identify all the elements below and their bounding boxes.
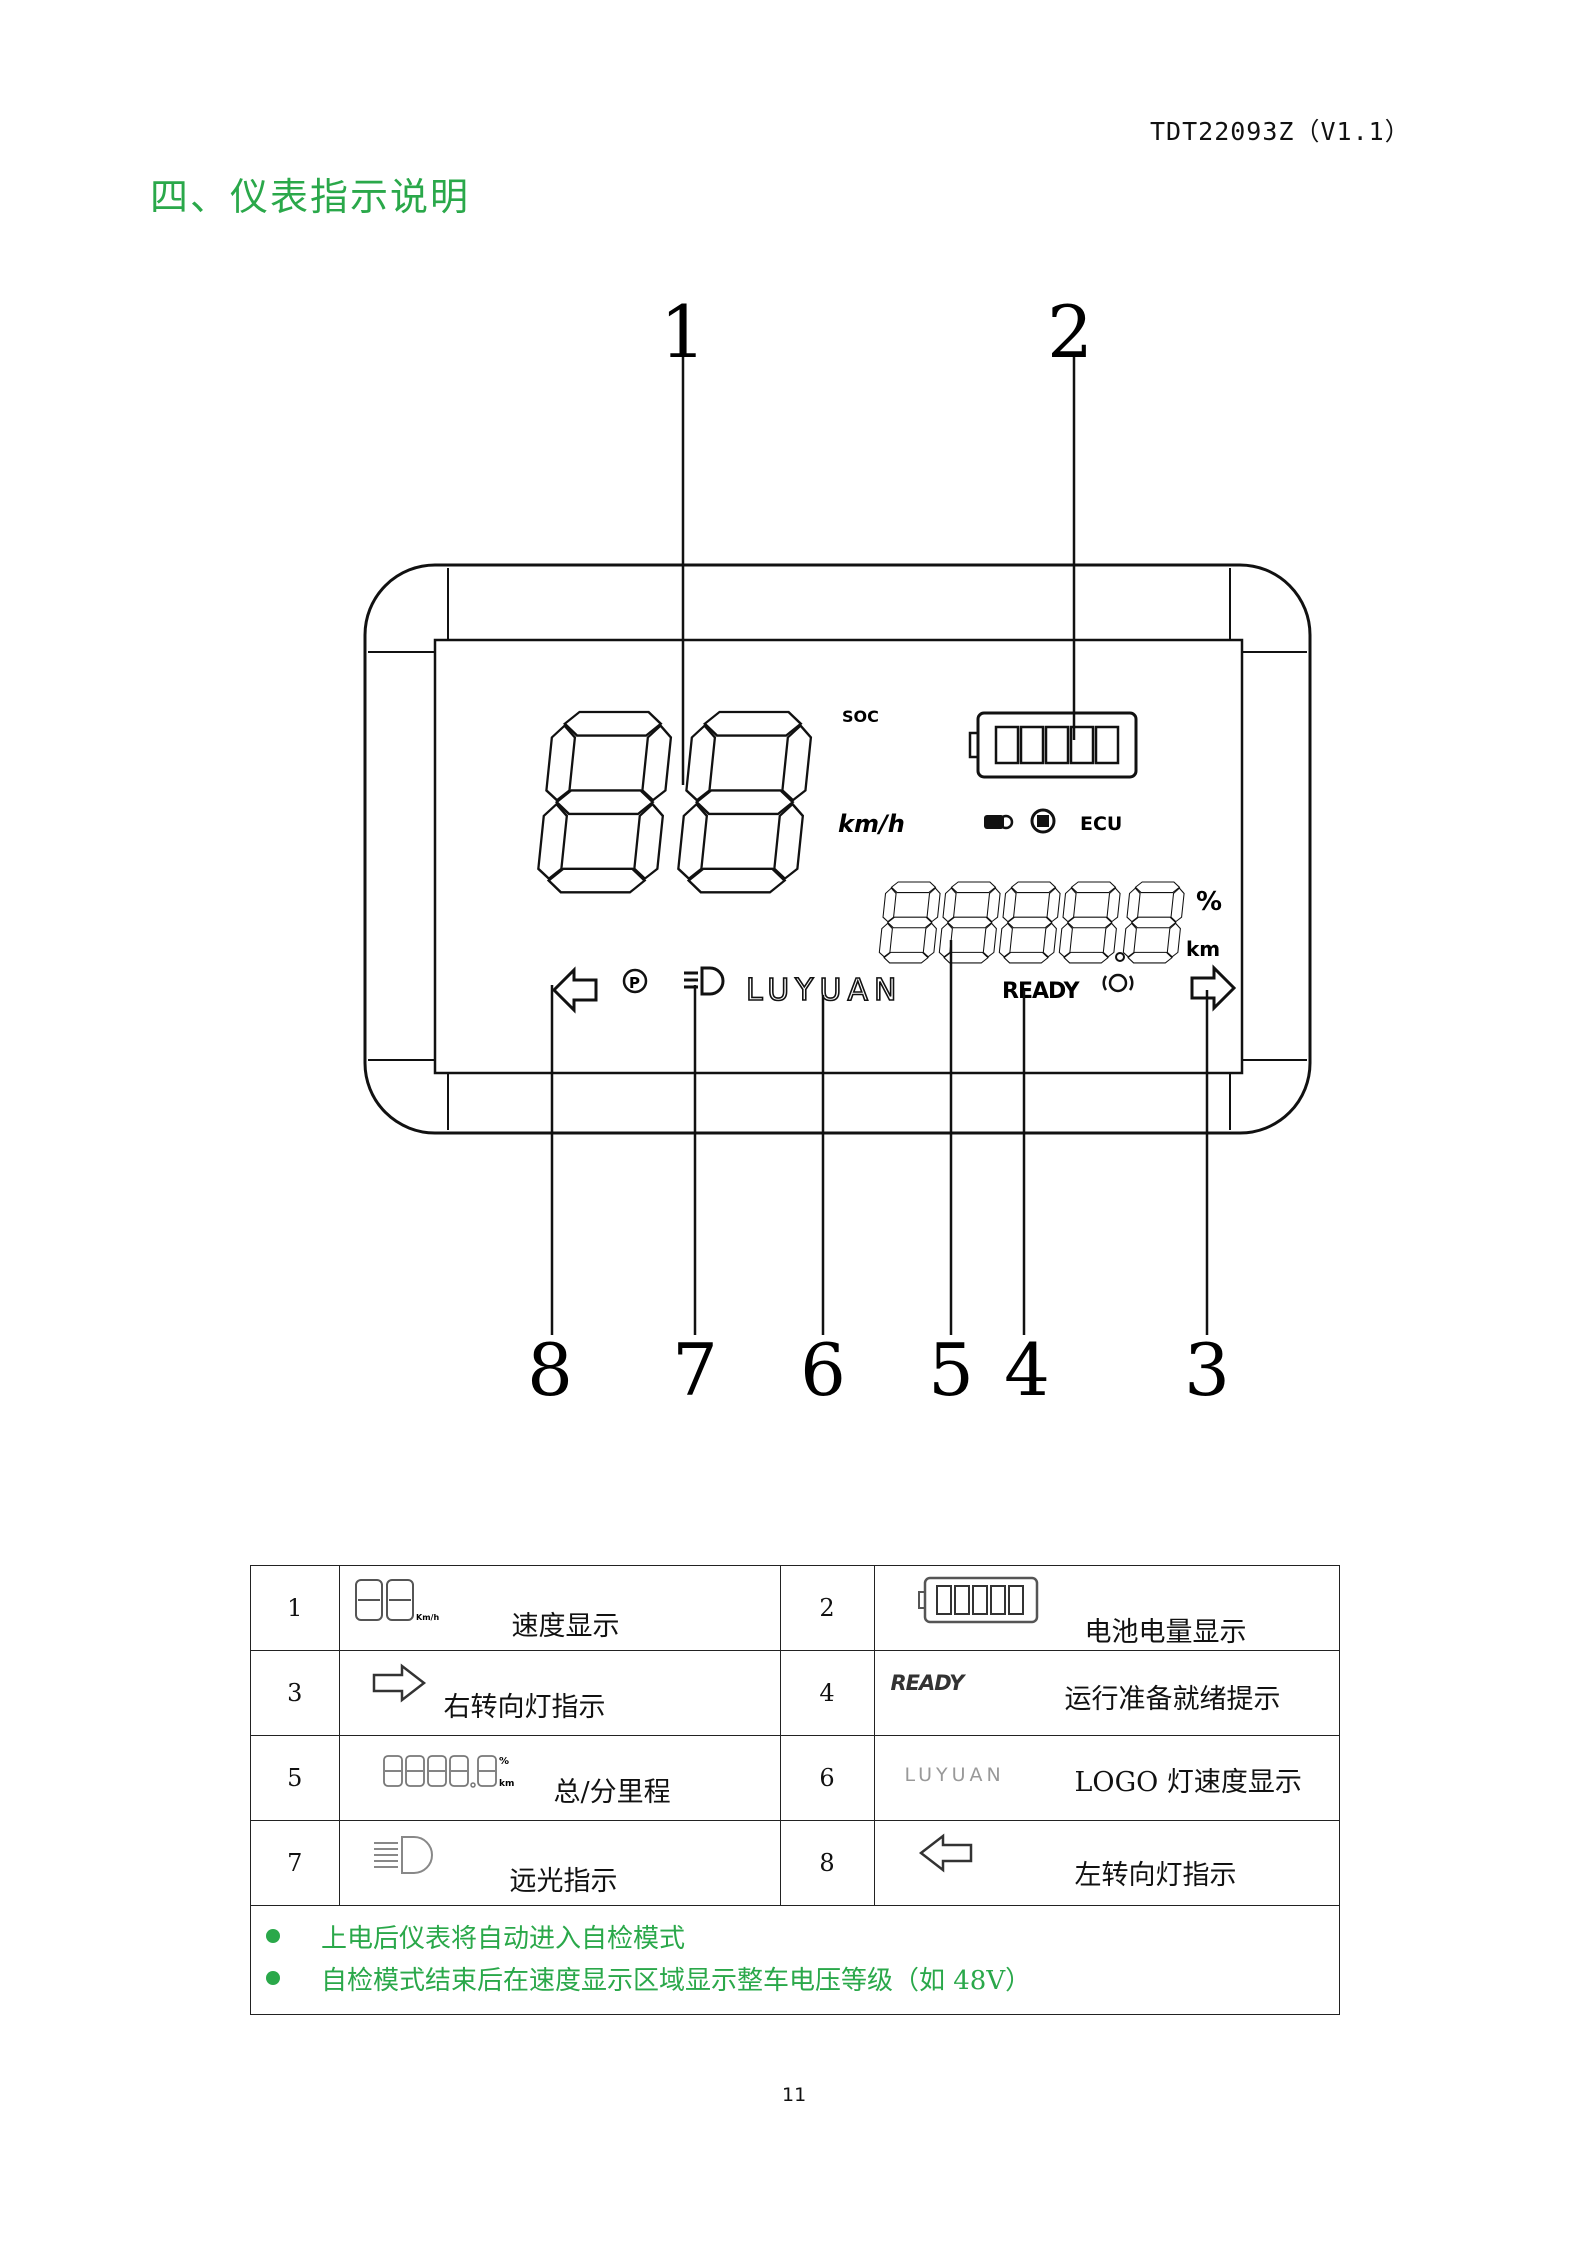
legend-cell: 远光指示	[338, 1820, 781, 1906]
ecu-label: ECU	[1080, 813, 1122, 835]
legend-cell: 左转向灯指示	[873, 1820, 1339, 1906]
callout-6: 6	[800, 1328, 846, 1412]
odometer-digits-icon: % km	[382, 1755, 514, 1789]
section-title: 四、仪表指示说明	[150, 175, 471, 219]
callout-3: 3	[1184, 1328, 1230, 1412]
speed-digits-icon: Km/h	[354, 1579, 439, 1622]
left-arrow-icon	[918, 1833, 972, 1873]
legend-cell: % km 总/分里程	[338, 1735, 781, 1821]
high-beam-icon	[684, 966, 725, 996]
callout-5: 5	[928, 1328, 974, 1412]
odometer-digit-4	[1057, 881, 1122, 964]
odometer-digit-3	[997, 881, 1062, 964]
motor-fault-icon	[984, 814, 1014, 830]
legend-cell: Km/h 速度显示	[338, 1566, 781, 1651]
legend-cell: LUYUAN LOGO 灯速度显示	[873, 1735, 1339, 1821]
parking-symbol: P	[629, 974, 640, 992]
speed-digit-2	[674, 710, 815, 894]
decimal-point	[1115, 952, 1125, 962]
legend-num: 2	[779, 1566, 875, 1651]
callout-2: 2	[1047, 290, 1093, 374]
legend-notes: 上电后仪表将自动进入自检模式 自检模式结束后在速度显示区域显示整车电压等级（如 …	[251, 1902, 1339, 2000]
note-item: 上电后仪表将自动进入自检模式	[251, 1916, 1339, 1958]
note-item: 自检模式结束后在速度显示区域显示整车电压等级（如 48V）	[251, 1958, 1339, 2000]
right-turn-arrow-icon	[1190, 966, 1236, 1010]
screen	[433, 638, 1244, 1075]
callout-1: 1	[660, 290, 706, 374]
instrument-panel-diagram: SOC km/h ECU % km P LUYUAN READY	[363, 290, 1312, 1412]
ready-label: READY	[1002, 979, 1081, 1004]
legend-label: 总/分里程	[553, 1777, 671, 1808]
kmh-small-label: Km/h	[416, 1613, 439, 1622]
battery-level-icon	[917, 1576, 1038, 1624]
legend-cell: READY 运行准备就绪提示	[873, 1650, 1339, 1736]
legend-num: 1	[251, 1566, 340, 1651]
note-text: 上电后仪表将自动进入自检模式	[321, 1924, 686, 1954]
high-beam-icon	[373, 1836, 433, 1874]
legend-row: 3 右转向灯指示 4 READY 运行准备就绪提示	[251, 1650, 1339, 1736]
speed-digit-1	[534, 710, 675, 894]
bullet-icon	[266, 1971, 280, 1985]
legend-label: LOGO 灯速度显示	[1074, 1767, 1302, 1798]
legend-label: 远光指示	[509, 1866, 618, 1897]
legend-label: 速度显示	[511, 1611, 620, 1642]
bullet-icon	[266, 1929, 280, 1943]
percent-label: %	[1196, 887, 1222, 917]
ready-small-label: READY	[890, 1671, 965, 1695]
right-arrow-icon	[372, 1663, 426, 1703]
callout-4: 4	[1004, 1328, 1050, 1412]
legend-row: 1 Km/h 速度显示 2	[251, 1566, 1339, 1651]
legend-table: 1 Km/h 速度显示 2	[250, 1565, 1340, 2015]
brand-logo: LUYUAN	[746, 973, 902, 1008]
battery-icon	[968, 711, 1138, 779]
legend-num: 5	[251, 1735, 340, 1821]
brake-icon	[1102, 973, 1134, 993]
logo-small-label: LUYUAN	[904, 1764, 1005, 1786]
odometer-digit-2	[937, 881, 1002, 964]
odometer-digit-1	[877, 881, 942, 964]
legend-label: 运行准备就绪提示	[1064, 1684, 1281, 1715]
soc-label: SOC	[842, 707, 879, 726]
legend-num: 8	[779, 1820, 875, 1906]
legend-label: 左转向灯指示	[1074, 1860, 1237, 1891]
legend-num: 6	[779, 1735, 875, 1821]
legend-num: 7	[251, 1820, 340, 1906]
housing-outer	[363, 563, 1312, 1135]
legend-label: 右转向灯指示	[443, 1692, 606, 1723]
callout-7: 7	[672, 1328, 718, 1412]
legend-cell: 电池电量显示	[873, 1566, 1339, 1651]
callout-8: 8	[527, 1328, 573, 1412]
legend-row: 5 % km 总/分里程	[251, 1735, 1339, 1821]
left-turn-arrow-icon	[552, 968, 598, 1012]
legend-cell: 右转向灯指示	[338, 1650, 781, 1736]
parking-icon	[622, 968, 648, 994]
odometer-digit-5	[1121, 881, 1186, 964]
km-small-label: km	[499, 1779, 514, 1789]
controller-fault-icon	[1030, 808, 1056, 834]
page-number: 11	[782, 2084, 807, 2106]
legend-row: 7 远光指示 8 左转向灯指示	[251, 1820, 1339, 1906]
document-code: TDT22093Z（V1.1）	[1150, 117, 1411, 146]
legend-num: 3	[251, 1650, 340, 1736]
pct-small-label: %	[499, 1756, 509, 1767]
legend-num: 4	[779, 1650, 875, 1736]
legend-label: 电池电量显示	[1084, 1617, 1247, 1648]
note-text: 自检模式结束后在速度显示区域显示整车电压等级（如 48V）	[321, 1966, 1032, 1996]
km-label: km	[1186, 937, 1220, 961]
speed-unit: km/h	[838, 810, 905, 838]
